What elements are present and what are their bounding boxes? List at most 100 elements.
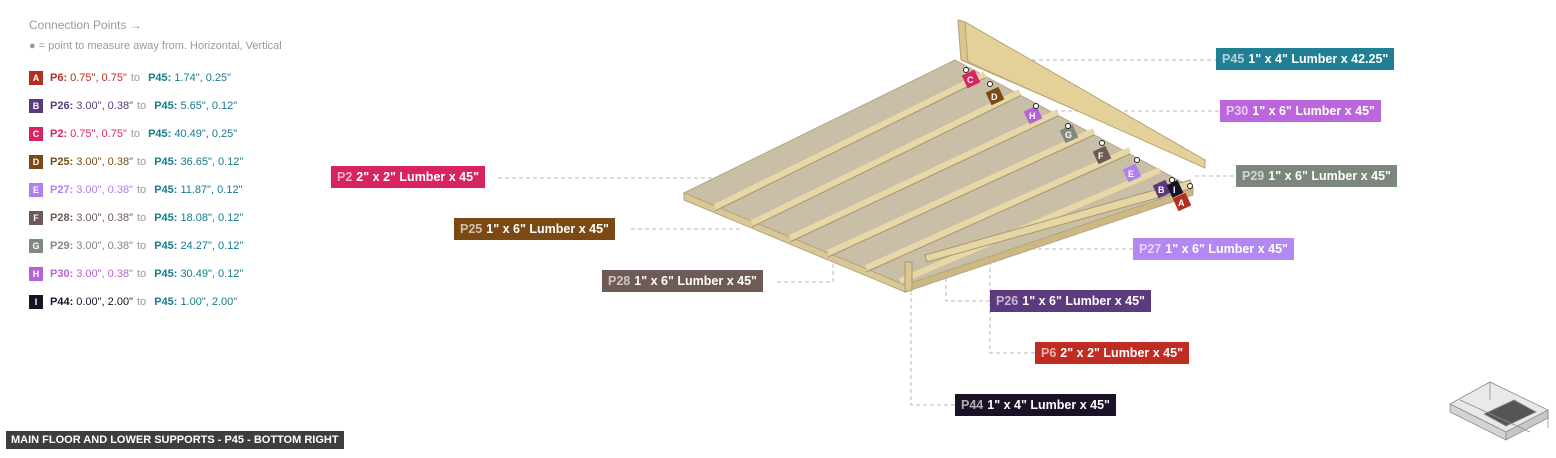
legend-badge: I <box>29 295 43 309</box>
legend-to-id: P45: <box>148 72 172 84</box>
svg-text:F: F <box>1098 151 1104 161</box>
legend-sep: to <box>137 100 147 112</box>
legend-to-value: 36.65", 0.12" <box>180 156 244 168</box>
legend-from-value: 3.00", 0.38" <box>76 156 133 168</box>
legend-to-value: 24.27", 0.12" <box>180 240 244 252</box>
slat-p2 <box>713 71 987 210</box>
legend-from-id: P27: <box>50 184 74 196</box>
legend-from-value: 3.00", 0.38" <box>76 184 133 196</box>
legend-title: Connection Points → <box>29 18 142 32</box>
leader-p28 <box>777 262 834 283</box>
leader-p6 <box>989 258 1035 354</box>
svg-text:D: D <box>991 92 998 102</box>
marker-c: C <box>961 69 981 89</box>
floor-assembly <box>682 19 1207 293</box>
legend-to-id: P45: <box>154 184 178 196</box>
legend-to-id: P45: <box>154 156 178 168</box>
legend-to-id: P45: <box>154 100 178 112</box>
legend-to-value: 40.49", 0.25" <box>174 128 238 140</box>
legend-badge: C <box>29 127 43 141</box>
legend-sep: to <box>137 212 147 224</box>
legend-subtitle: ● = point to measure away from. Horizont… <box>29 40 282 52</box>
legend-to-value: 18.08", 0.12" <box>180 212 244 224</box>
legend-from-value: 0.75", 0.75" <box>70 72 127 84</box>
legend-to-value: 5.65", 0.12" <box>180 100 238 112</box>
marker-b: B <box>1152 179 1172 199</box>
legend-sep: to <box>130 128 141 140</box>
legend-to-value: 30.49", 0.12" <box>180 268 244 280</box>
legend-row-i: I P44:0.00", 2.00" to P45:1.00", 2.00" <box>29 288 282 316</box>
legend-badge: D <box>29 155 43 169</box>
legend-from-value: 0.75", 0.75" <box>70 128 127 140</box>
marker-a: A <box>1172 192 1192 212</box>
view-thumbnail-icon <box>1449 381 1549 441</box>
legend-badge: H <box>29 267 43 281</box>
support-p44 <box>904 261 913 293</box>
legend-from-id: P2: <box>50 128 68 140</box>
legend-sep: to <box>137 268 147 280</box>
legend-from-value: 3.00", 0.38" <box>76 212 133 224</box>
slat-p25 <box>750 89 1022 226</box>
legend-from-id: P29: <box>50 240 74 252</box>
legend-sep: to <box>130 72 141 84</box>
svg-text:I: I <box>1173 185 1176 195</box>
legend-to-id: P45: <box>154 268 178 280</box>
marker-i: I <box>1166 180 1184 198</box>
legend-sep: to <box>137 156 147 168</box>
legend-row-c: C P2:0.75", 0.75"to P45:40.49", 0.25" <box>29 120 282 148</box>
legend-to-id: P45: <box>154 240 178 252</box>
connection-points-legend: Connection Points → ● = point to measure… <box>29 18 282 316</box>
legend-badge: A <box>29 71 43 85</box>
slat-shadows <box>714 77 1131 273</box>
svg-text:B: B <box>1158 185 1165 195</box>
svg-text:G: G <box>1065 130 1072 140</box>
legend-to-id: P45: <box>154 296 178 308</box>
legend-from-value: 3.00", 0.38" <box>76 268 133 280</box>
measure-dots <box>963 67 1193 189</box>
legend-sep: to <box>137 184 147 196</box>
legend-from-id: P28: <box>50 212 74 224</box>
legend-from-id: P6: <box>50 72 68 84</box>
marker-d: D <box>985 86 1005 106</box>
board-p45-face <box>964 21 1206 169</box>
svg-text:E: E <box>1128 169 1134 179</box>
legend-to-value: 1.00", 2.00" <box>180 296 238 308</box>
legend-from-id: P30: <box>50 268 74 280</box>
support-p6 <box>924 179 1194 263</box>
legend-from-value: 3.00", 0.38" <box>76 240 133 252</box>
leader-p44 <box>910 290 955 406</box>
legend-from-value: 0.00", 2.00" <box>76 296 133 308</box>
legend-badge: F <box>29 211 43 225</box>
marker-f: F <box>1092 145 1112 165</box>
legend-sep: to <box>137 296 147 308</box>
svg-text:C: C <box>967 75 974 85</box>
marker-g: G <box>1059 124 1079 144</box>
marker-h: H <box>1023 105 1043 125</box>
floor-slats <box>713 71 1162 284</box>
legend-badge: E <box>29 183 43 197</box>
marker-e: E <box>1122 163 1142 183</box>
legend-from-value: 3.00", 0.38" <box>76 100 133 112</box>
svg-text:H: H <box>1029 111 1036 121</box>
view-label: MAIN FLOOR AND LOWER SUPPORTS - P45 - BO… <box>6 431 344 449</box>
legend-from-id: P44: <box>50 296 74 308</box>
connection-markers: C D H G F E B I A <box>961 67 1193 212</box>
legend-to-id: P45: <box>148 128 172 140</box>
slat-p29 <box>826 128 1096 256</box>
